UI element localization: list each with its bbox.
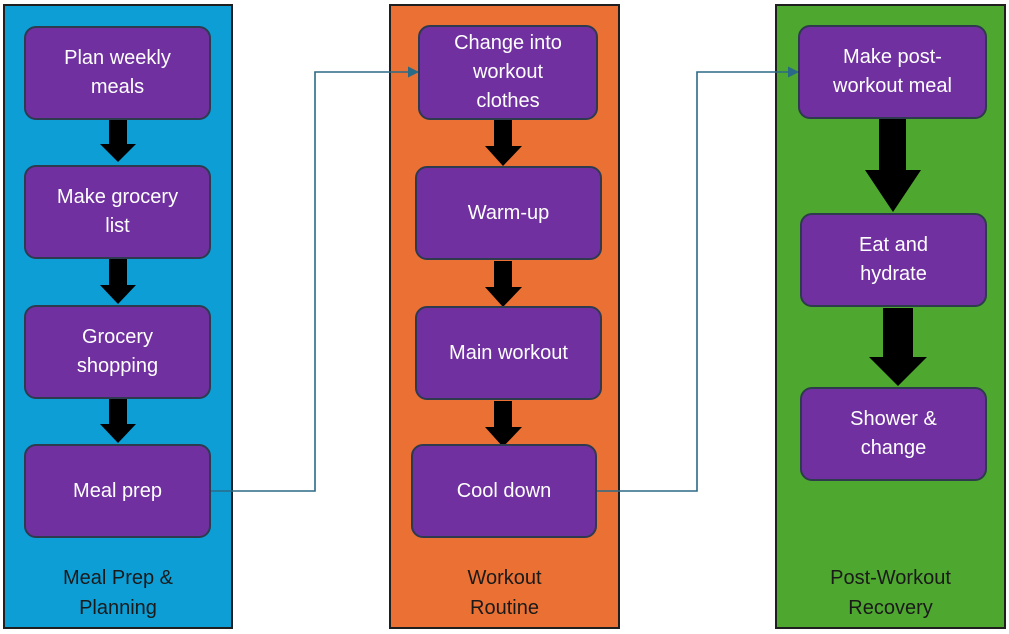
arrow-eat-to-shower	[869, 308, 927, 386]
step-plan-weekly-meals: Plan weekly meals	[24, 26, 211, 120]
step-cool-down: Cool down	[411, 444, 597, 538]
connector-cooldown-to-postmeal	[597, 66, 800, 492]
arrow-change-to-warmup	[485, 120, 522, 166]
connector-mealprep-to-change	[211, 66, 420, 492]
step-change-clothes: Change into workout clothes	[418, 25, 598, 120]
lane-label-recovery: Post-Workout Recovery	[830, 567, 951, 619]
step-shower-and-change: Shower & change	[800, 387, 987, 481]
arrow-main-to-cooldown	[485, 401, 522, 447]
step-main-workout: Main workout	[415, 306, 602, 400]
lane-label-workout: Workout Routine	[467, 567, 542, 619]
step-eat-and-hydrate: Eat and hydrate	[800, 213, 987, 307]
step-make-post-workout-meal: Make post- workout meal	[798, 25, 987, 119]
arrow-meal-to-eat	[865, 118, 921, 212]
arrow-warmup-to-main	[485, 261, 522, 307]
step-meal-prep: Meal prep	[24, 444, 211, 538]
step-warm-up: Warm-up	[415, 166, 602, 260]
arrow-shopping-to-prep	[100, 398, 136, 443]
step-grocery-shopping: Grocery shopping	[24, 305, 211, 399]
step-make-grocery-list: Make grocery list	[24, 165, 211, 259]
lane-label-meal-prep: Meal Prep & Planning	[62, 567, 174, 619]
arrow-list-to-shopping	[100, 259, 136, 304]
arrow-plan-to-list	[100, 117, 136, 162]
